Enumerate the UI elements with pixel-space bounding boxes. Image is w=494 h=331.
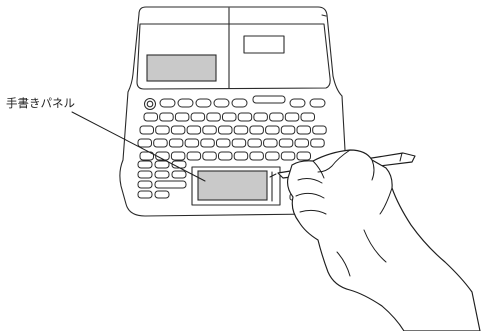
key[interactable]	[155, 171, 169, 178]
handwriting-panel-surface[interactable]	[198, 171, 267, 200]
keyboard-key[interactable]	[285, 113, 299, 121]
keyboard-key[interactable]	[175, 113, 189, 121]
keyboard-key[interactable]	[203, 152, 217, 160]
keyboard-key[interactable]	[311, 139, 325, 147]
keyboard-key[interactable]	[281, 126, 295, 134]
keyboard-key[interactable]	[156, 126, 170, 134]
keyboard-key[interactable]	[264, 139, 278, 147]
function-key[interactable]	[232, 99, 247, 107]
key[interactable]	[155, 181, 186, 188]
function-key[interactable]	[310, 99, 325, 107]
keyboard-key[interactable]	[270, 113, 284, 121]
key[interactable]	[155, 191, 169, 198]
keyboard-key[interactable]	[207, 113, 221, 121]
keyboard-key[interactable]	[279, 139, 293, 147]
keyboard-key[interactable]	[248, 139, 262, 147]
keyboard-key[interactable]	[281, 152, 295, 160]
keyboard-key[interactable]	[250, 152, 264, 160]
keyboard-key[interactable]	[201, 139, 215, 147]
keyboard-key[interactable]	[217, 139, 231, 147]
function-key[interactable]	[196, 99, 211, 107]
keyboard-key[interactable]	[223, 113, 237, 121]
key[interactable]	[138, 191, 152, 198]
keyboard-key[interactable]	[171, 152, 185, 160]
keyboard-key[interactable]	[219, 152, 233, 160]
keyboard-key[interactable]	[297, 152, 311, 160]
keyboard-key[interactable]	[171, 126, 185, 134]
keyboard-key[interactable]	[169, 139, 183, 147]
keyboard-key[interactable]	[160, 113, 174, 121]
keyboard-key[interactable]	[301, 113, 315, 121]
keyboard-key[interactable]	[254, 113, 268, 121]
key[interactable]	[138, 161, 152, 168]
tape-window	[244, 36, 284, 53]
keyboard-key[interactable]	[234, 126, 248, 134]
keyboard-key[interactable]	[185, 139, 199, 147]
keyboard-key[interactable]	[191, 113, 205, 121]
keyboard-key[interactable]	[250, 126, 264, 134]
handwriting-panel[interactable]	[192, 167, 280, 205]
power-button[interactable]	[145, 99, 156, 110]
keyboard-key[interactable]	[232, 139, 246, 147]
keyboard-key[interactable]	[140, 126, 154, 134]
hand	[288, 150, 480, 331]
keyboard-key[interactable]	[144, 113, 158, 121]
callout-label: 手書きパネル	[6, 96, 75, 110]
function-key[interactable]	[178, 99, 193, 107]
keyboard-key[interactable]	[219, 126, 233, 134]
keyboard-key[interactable]	[295, 139, 309, 147]
function-key[interactable]	[214, 99, 229, 107]
key[interactable]	[155, 161, 169, 168]
lcd-screen	[147, 55, 216, 81]
key[interactable]	[138, 171, 152, 178]
function-key[interactable]	[253, 96, 285, 103]
keyboard-key[interactable]	[187, 152, 201, 160]
function-key[interactable]	[160, 99, 175, 107]
keyboard-key[interactable]	[238, 113, 252, 121]
keyboard-key[interactable]	[313, 126, 327, 134]
keyboard-key[interactable]	[234, 152, 248, 160]
key[interactable]	[138, 181, 152, 188]
keyboard-key[interactable]	[187, 126, 201, 134]
keyboard-key[interactable]	[266, 126, 280, 134]
keyboard-key[interactable]	[297, 126, 311, 134]
keyboard-key[interactable]	[266, 152, 280, 160]
hand-with-stylus	[270, 150, 480, 331]
keyboard-key[interactable]	[203, 126, 217, 134]
keyboard-key[interactable]	[138, 139, 152, 147]
key[interactable]	[172, 171, 186, 178]
function-key[interactable]	[290, 99, 305, 107]
keyboard-key[interactable]	[154, 139, 168, 147]
